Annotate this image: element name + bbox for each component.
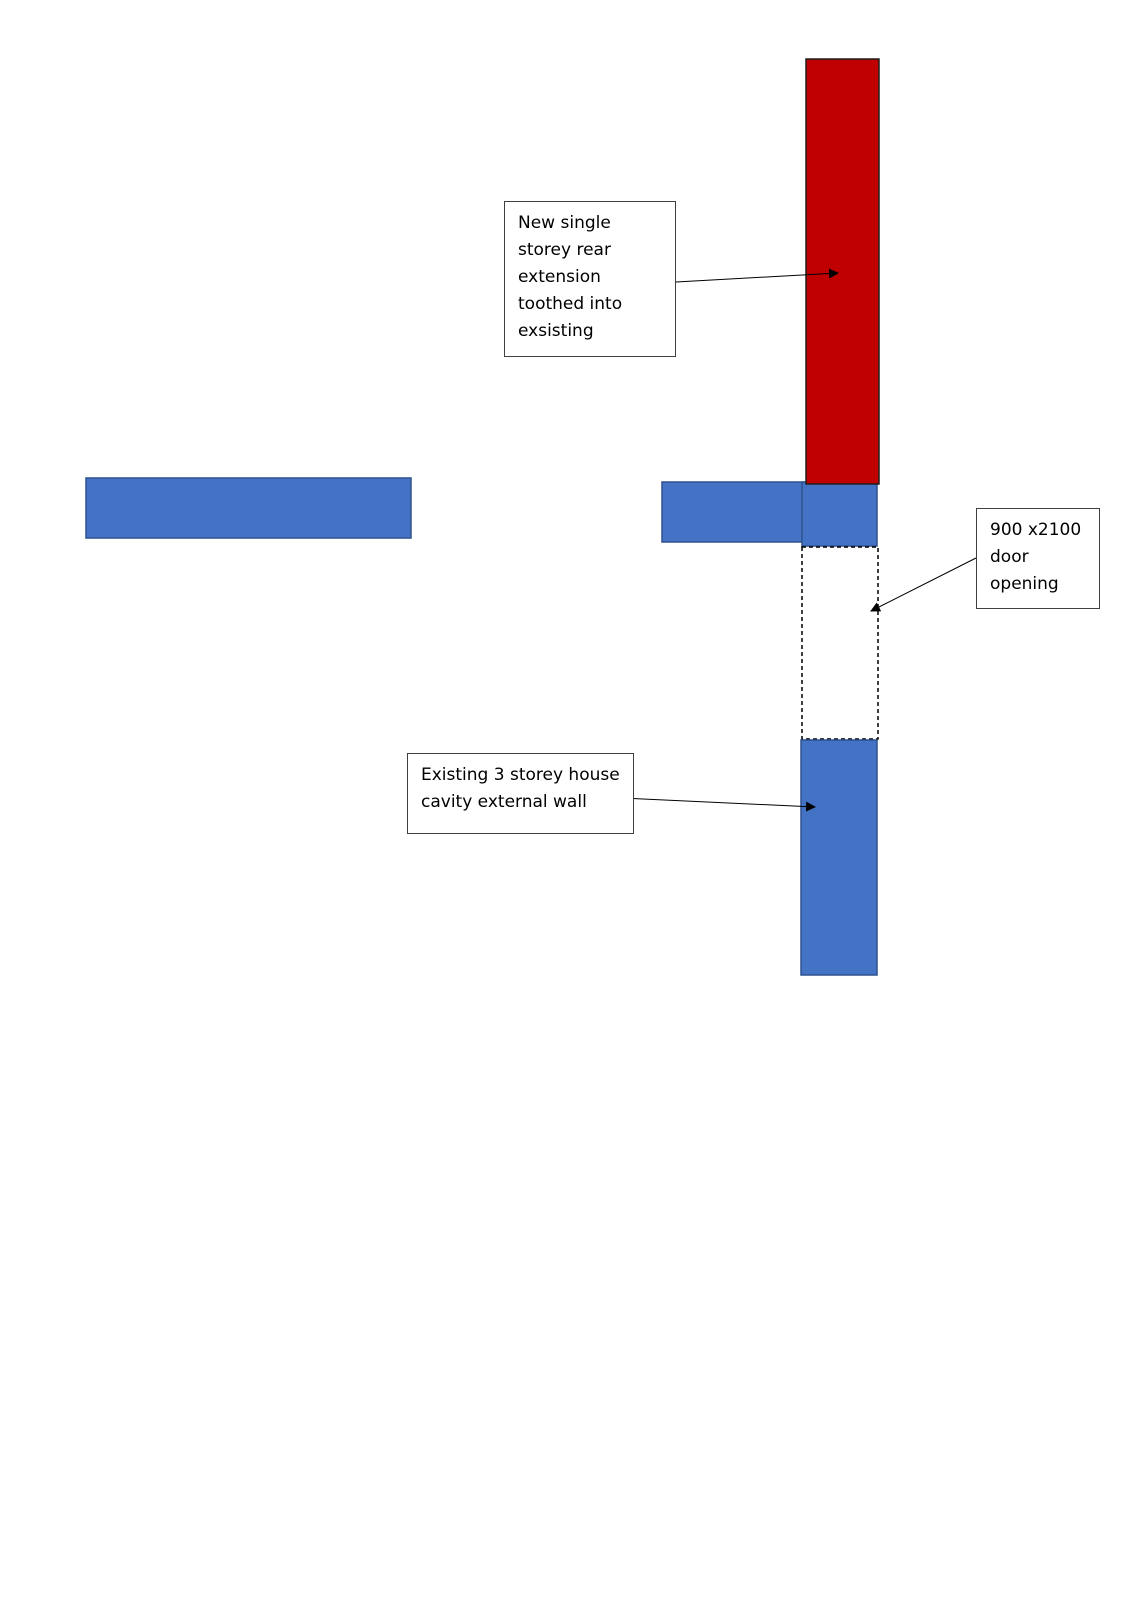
existing-wall-callout-line: cavity external wall	[421, 792, 587, 812]
extension-leader-arrow	[675, 268, 839, 283]
extension-callout-line: storey rear	[518, 240, 611, 260]
extension-callout-line: extension	[518, 267, 601, 287]
existing-wall-leader-arrow	[600, 796, 816, 812]
existing-wall-return-segment	[661, 481, 805, 543]
door-leader-arrow	[870, 557, 977, 612]
extension-callout-line: exsisting	[518, 321, 594, 341]
existing-wall-below-door	[800, 739, 878, 976]
door-callout: 900 x2100 door opening	[976, 508, 1100, 609]
door-callout-line: opening	[990, 574, 1059, 594]
extension-callout: New single storey rear extension toothed…	[504, 201, 676, 357]
extension-callout-line: toothed into	[518, 294, 623, 314]
existing-wall-callout: Existing 3 storey house cavity external …	[407, 753, 634, 834]
existing-wall-left-segment	[85, 477, 412, 539]
door-callout-line: door	[990, 547, 1029, 567]
new-extension-wall	[805, 58, 880, 485]
extension-callout-line: New single	[518, 213, 611, 233]
door-callout-line: 900 x2100	[990, 520, 1082, 540]
existing-wall-above-door	[801, 481, 878, 547]
existing-wall-callout-line: Existing 3 storey house	[421, 765, 620, 785]
door-opening	[801, 546, 879, 740]
